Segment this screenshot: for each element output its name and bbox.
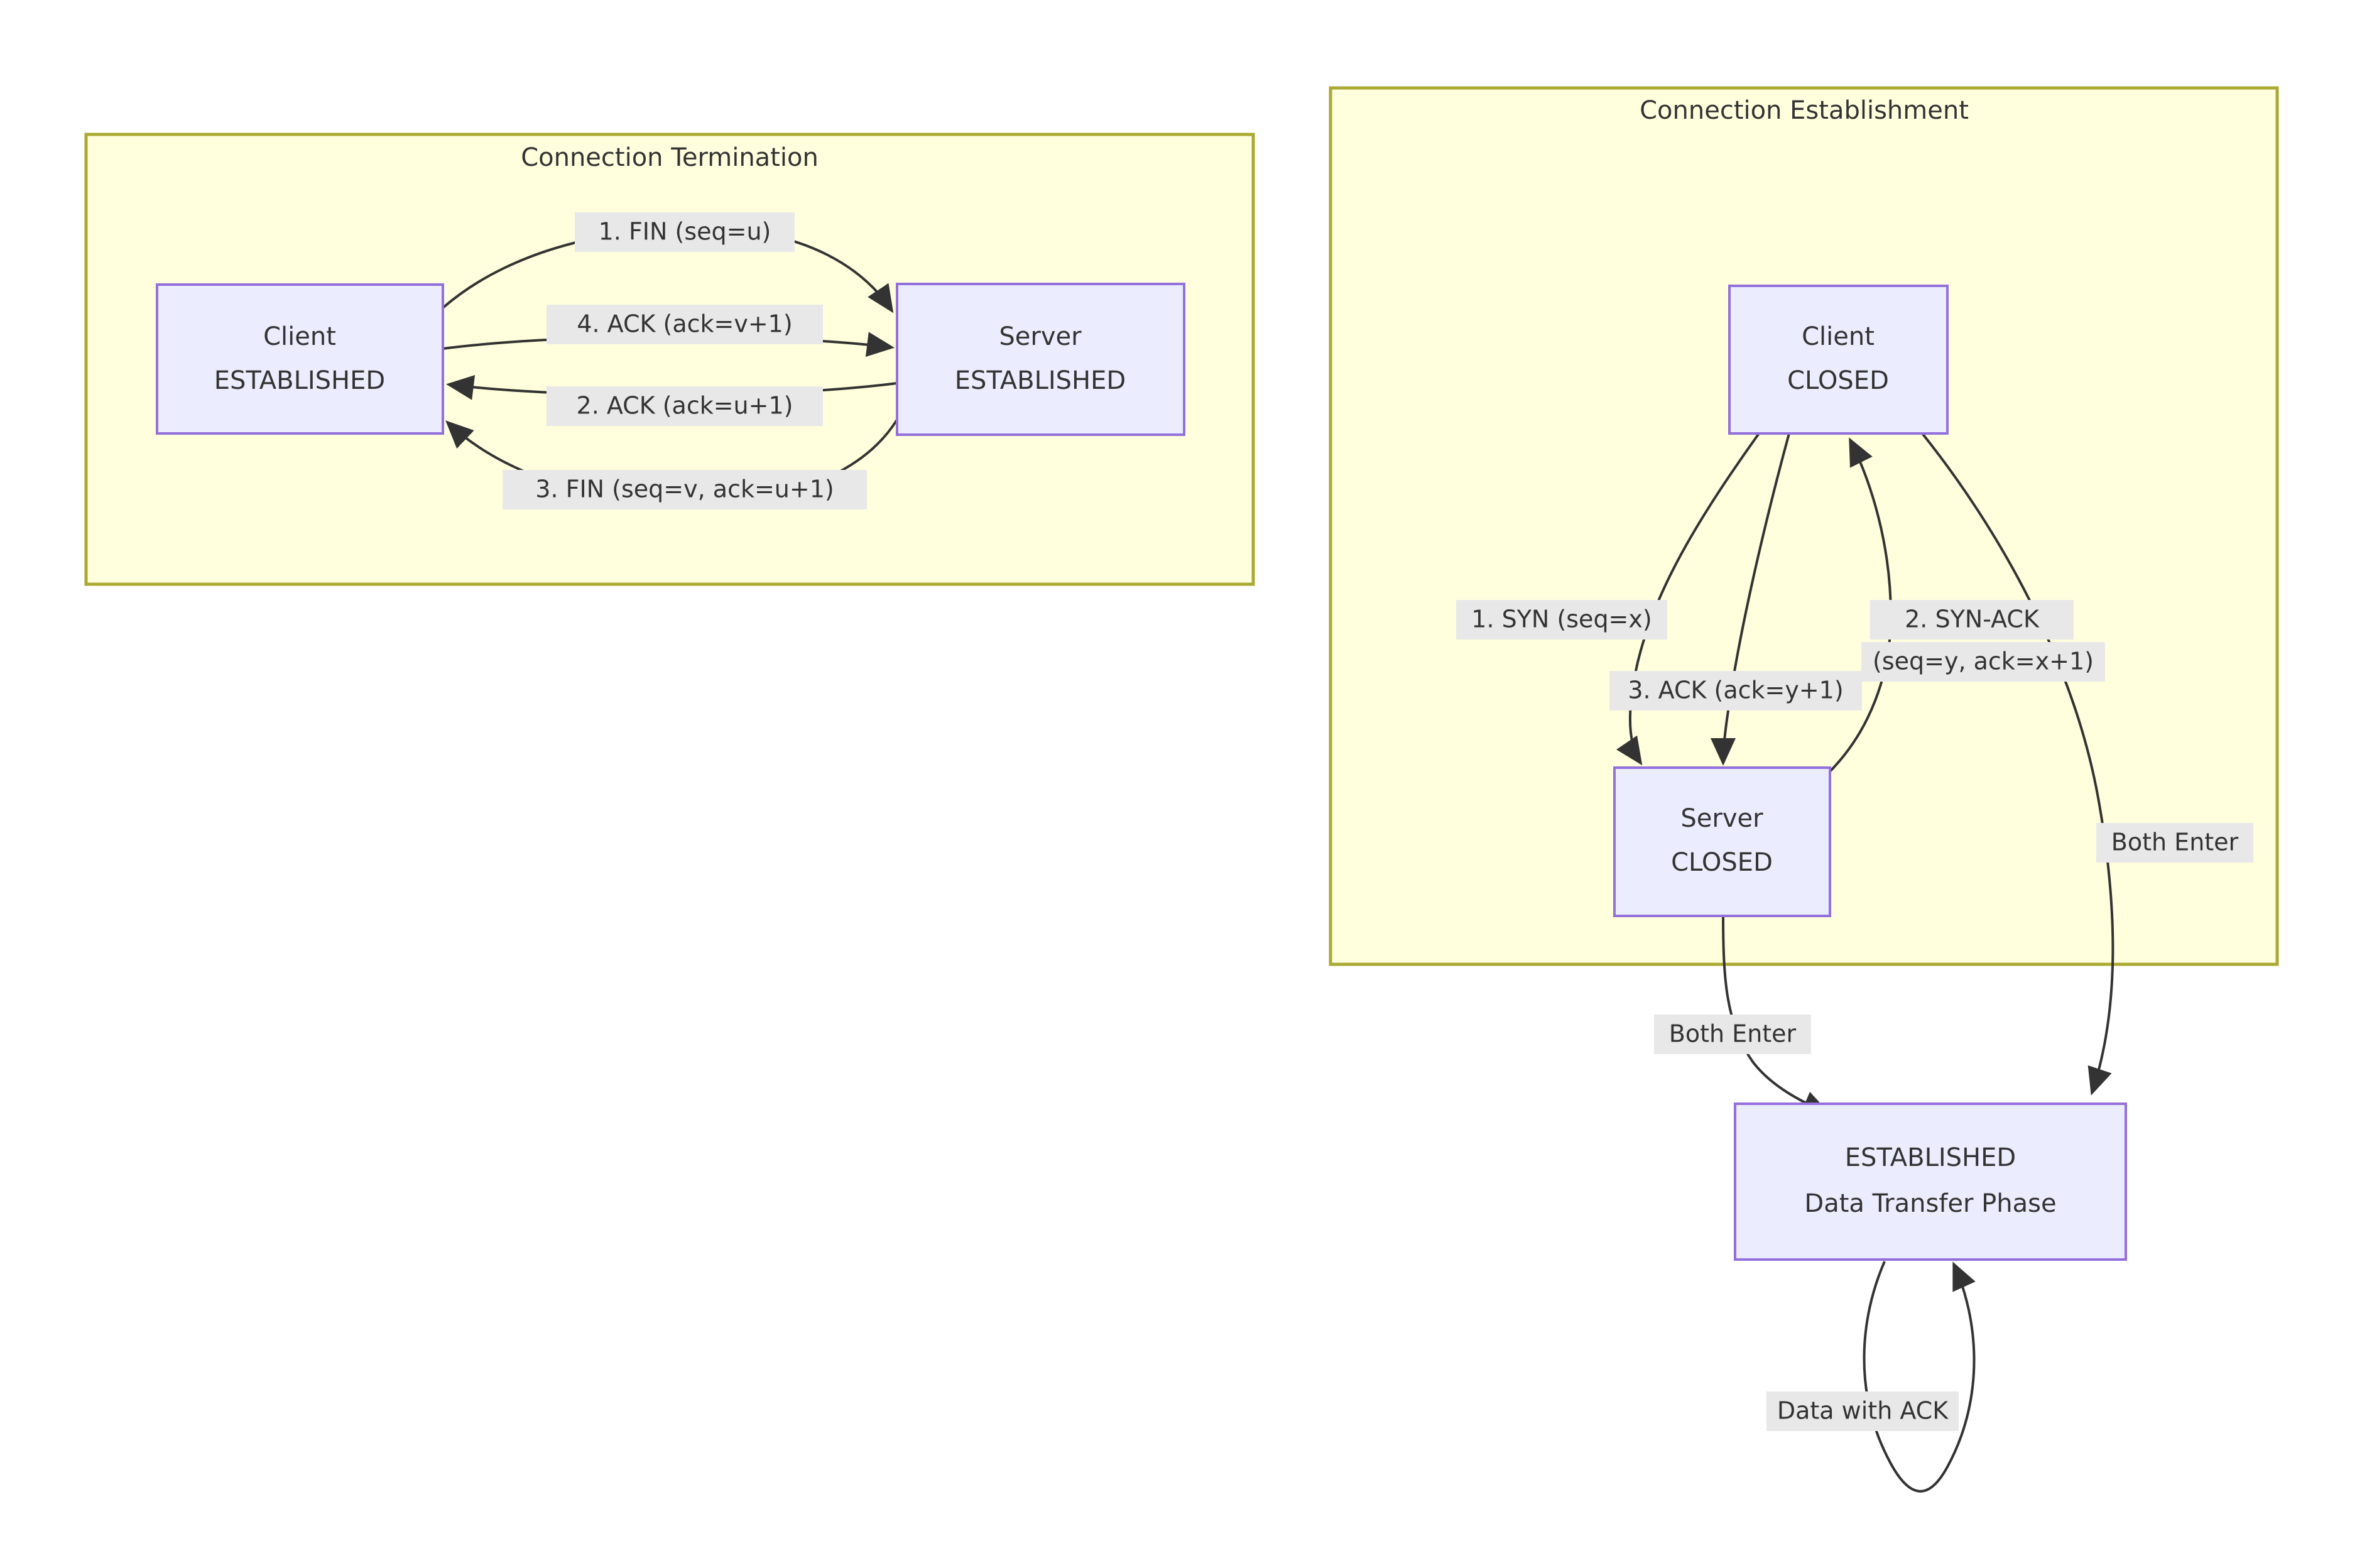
edge-label-ack2: 2. ACK (ack=u+1) <box>547 386 823 426</box>
node-established-line2: Data Transfer Phase <box>1804 1189 2056 1218</box>
cluster-establishment-title: Connection Establishment <box>1640 96 1969 125</box>
edge-label-both-enter-client-bg <box>2096 823 2253 863</box>
node-establishment-client-box[interactable] <box>1728 285 1949 435</box>
edge-label-ack2-bg <box>547 386 823 426</box>
edge-path-data-with-ack <box>1863 1261 1976 1493</box>
edge-label-fin1: 1. FIN (seq=u) <box>575 212 795 252</box>
edge-label-synack2-line1-bg <box>1870 600 2074 640</box>
node-establishment-client[interactable]: Client CLOSED <box>1728 285 1949 435</box>
edge-label-syn1: 1. SYN (seq=x) <box>1456 600 1667 640</box>
node-termination-client-line1: Client <box>263 322 336 351</box>
edge-path-both-enter-server <box>1722 915 1831 1115</box>
node-established-box[interactable] <box>1734 1102 2127 1261</box>
edge-label-data-with-ack-bg <box>1766 1391 1959 1431</box>
edge-label-ack4-text: 4. ACK (ack=v+1) <box>577 310 792 338</box>
edge-path-ack3 <box>1711 433 1790 766</box>
edge-label-data-with-ack-text: Data with ACK <box>1777 1397 1949 1425</box>
node-termination-server-box[interactable] <box>896 283 1185 436</box>
edge-label-both-enter-client-text: Both Enter <box>2111 829 2239 856</box>
node-established-line1: ESTABLISHED <box>1845 1143 2016 1172</box>
edge-label-fin3-bg <box>503 470 867 509</box>
edge-label-data-with-ack: Data with ACK <box>1766 1391 1959 1431</box>
node-establishment-server-line2: CLOSED <box>1671 848 1773 877</box>
edge-path-both-enter-client <box>1921 432 2114 1096</box>
cluster-connection-establishment: Connection Establishment <box>1329 86 2279 966</box>
node-termination-client-line2: ESTABLISHED <box>214 366 385 395</box>
edge-label-both-enter-server-text: Both Enter <box>1669 1020 1797 1048</box>
cluster-termination-title: Connection Termination <box>521 143 819 172</box>
edge-label-both-enter-server-bg <box>1654 1015 1811 1054</box>
node-termination-server-line2: ESTABLISHED <box>955 366 1126 395</box>
edge-label-syn1-bg <box>1456 600 1667 640</box>
node-establishment-server-box[interactable] <box>1613 766 1831 917</box>
edge-label-ack2-text: 2. ACK (ack=u+1) <box>577 392 793 420</box>
node-establishment-server-line1: Server <box>1680 804 1763 833</box>
edge-label-synack2-line2-text: (seq=y, ack=x+1) <box>1873 648 2094 675</box>
edge-label-ack3-bg <box>1609 671 1862 710</box>
node-termination-client[interactable]: Client ESTABLISHED <box>156 283 444 435</box>
edge-label-fin3: 3. FIN (seq=v, ack=u+1) <box>503 470 867 509</box>
edge-label-synack2: 2. SYN-ACK (seq=y, ack=x+1) <box>1861 600 2105 682</box>
cluster-connection-termination: Connection Termination Client ESTABLISHE… <box>84 133 1255 586</box>
edge-label-ack4-bg <box>547 305 823 344</box>
edge-label-both-enter-server: Both Enter <box>1654 1015 1811 1054</box>
edge-label-fin1-text: 1. FIN (seq=u) <box>599 218 771 246</box>
node-establishment-client-line1: Client <box>1802 322 1875 351</box>
edge-label-ack3-text: 3. ACK (ack=y+1) <box>1628 677 1843 704</box>
node-establishment-server[interactable]: Server CLOSED <box>1613 766 1831 917</box>
edge-label-fin1-bg <box>575 212 795 252</box>
cluster-establishment-box <box>1329 86 2279 966</box>
node-termination-server-line1: Server <box>999 322 1082 351</box>
edge-label-ack3: 3. ACK (ack=y+1) <box>1609 671 1862 710</box>
edge-label-ack4: 4. ACK (ack=v+1) <box>547 305 823 344</box>
node-termination-server[interactable]: Server ESTABLISHED <box>896 283 1185 436</box>
node-establishment-client-line2: CLOSED <box>1787 366 1889 395</box>
edge-label-both-enter-client: Both Enter <box>2096 823 2253 863</box>
edge-label-synack2-line2-bg <box>1861 642 2105 682</box>
node-termination-client-box[interactable] <box>156 283 444 435</box>
edge-path-syn1 <box>1616 432 1760 766</box>
edge-label-syn1-text: 1. SYN (seq=x) <box>1471 606 1652 633</box>
edge-label-fin3-text: 3. FIN (seq=v, ack=u+1) <box>535 476 834 503</box>
node-established-data-transfer[interactable]: ESTABLISHED Data Transfer Phase <box>1734 1102 2127 1261</box>
edge-label-synack2-line1-text: 2. SYN-ACK <box>1905 606 2040 633</box>
